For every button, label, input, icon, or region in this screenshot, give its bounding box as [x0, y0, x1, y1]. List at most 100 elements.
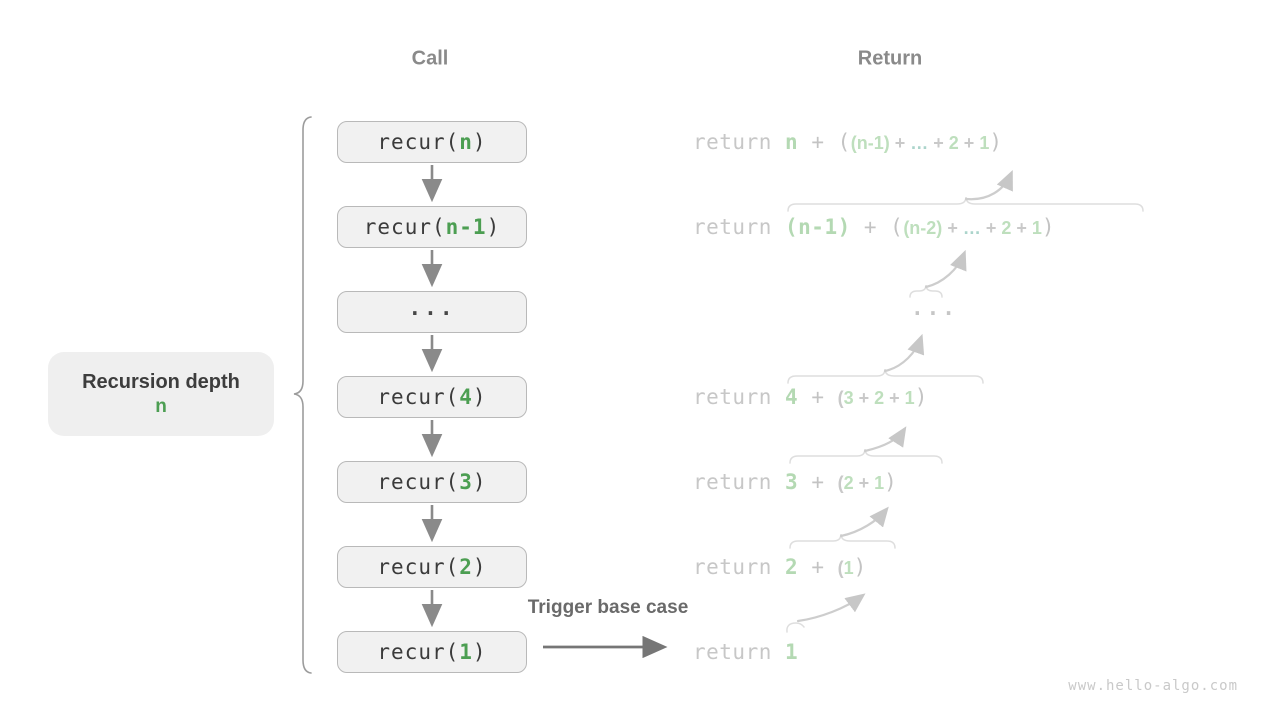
watermark-text: www.hello-algo.com [1068, 678, 1238, 694]
token-op: + ( [798, 130, 851, 154]
return-arrow [924, 249, 967, 289]
token-kw: return [693, 215, 786, 239]
token-code: recur( [377, 555, 460, 579]
overbrace [789, 533, 896, 549]
token-val: 2 [785, 555, 799, 579]
return-arrow [839, 506, 889, 538]
return-arrow [796, 593, 866, 623]
token-nval: 1 [874, 473, 885, 493]
token-nval: 2 [843, 473, 854, 493]
token-nop: + [942, 218, 963, 238]
call-box: recur(1) [337, 631, 527, 673]
token-op: + [798, 470, 838, 494]
return-arrow [964, 169, 1013, 201]
return-line: ... [911, 296, 958, 328]
token-code: ) [472, 640, 487, 664]
token-code: ) [472, 385, 487, 409]
recursion-depth-brace [293, 116, 312, 674]
token-nop: + [928, 133, 949, 153]
overbrace [789, 448, 943, 464]
call-box: recur(3) [337, 461, 527, 503]
token-op: ) [853, 555, 867, 579]
call-box: ... [337, 291, 527, 333]
token-nval: (n-2) [903, 218, 943, 238]
token-rdots: ... [911, 296, 958, 320]
token-op: ) [989, 130, 1003, 154]
token-kw: return [693, 130, 786, 154]
token-op: + ( [850, 215, 904, 239]
call-box: recur(2) [337, 546, 527, 588]
token-nval: 1 [843, 558, 854, 578]
return-arrow [883, 333, 925, 373]
token-bdots: ... [408, 296, 456, 320]
token-kw: return [693, 640, 786, 664]
token-code: ) [486, 215, 501, 239]
token-nop: + [1011, 218, 1032, 238]
token-nop: + [884, 388, 905, 408]
token-ndots: … [962, 218, 981, 238]
token-code: recur( [377, 385, 460, 409]
token-op: ) [914, 385, 928, 409]
token-nval: 1 [904, 388, 915, 408]
token-arg: n-1 [445, 215, 487, 239]
token-val: 1 [785, 640, 799, 664]
token-val: n [785, 130, 799, 154]
token-nop: + [853, 473, 875, 493]
token-nval: 1 [979, 133, 990, 153]
return-line: return 2 + (1) [693, 551, 867, 583]
overbrace [787, 196, 1144, 212]
return-line: return 4 + (3 + 2 + 1) [693, 381, 928, 413]
call-column-header: Call [411, 47, 449, 70]
recursion-depth-label: Recursion depth n [48, 352, 274, 436]
token-val: 3 [785, 470, 799, 494]
call-box: recur(n-1) [337, 206, 527, 248]
token-code: recur( [377, 470, 460, 494]
token-nop: + [853, 388, 875, 408]
token-code: recur( [377, 640, 460, 664]
token-nval: 1 [1031, 218, 1042, 238]
token-arg: 2 [459, 555, 473, 579]
recursion-depth-n: n [155, 395, 167, 417]
token-kw: return [693, 385, 786, 409]
token-val: (n-1) [785, 215, 851, 239]
token-op: + [798, 555, 838, 579]
recursion-depth-text: Recursion depth [82, 370, 240, 393]
token-nop: + [980, 218, 1002, 238]
call-box: recur(n) [337, 121, 527, 163]
token-nval: 2 [948, 133, 959, 153]
return-arrow [863, 426, 907, 453]
token-nval: (n-1) [850, 133, 890, 153]
token-code: recur( [377, 130, 460, 154]
token-nop: ( [837, 388, 844, 408]
token-arg: 3 [459, 470, 473, 494]
token-nval: 2 [874, 388, 885, 408]
return-line: return (n-1) + ((n-2) + … + 2 + 1) [693, 211, 1055, 243]
token-arg: 1 [459, 640, 473, 664]
call-box: recur(4) [337, 376, 527, 418]
token-nop: + [889, 133, 911, 153]
overbrace [786, 622, 805, 633]
return-line: return 3 + (2 + 1) [693, 466, 897, 498]
token-op: ) [884, 470, 898, 494]
token-code: ) [472, 470, 487, 494]
token-op: ) [1041, 215, 1056, 239]
token-kw: return [693, 470, 786, 494]
trigger-base-case-label: Trigger base case [527, 597, 689, 618]
token-ndots: … [910, 133, 929, 153]
token-code: ) [472, 555, 487, 579]
token-kw: return [693, 555, 786, 579]
token-arg: 4 [459, 385, 473, 409]
token-nop: ( [837, 558, 844, 578]
token-code: ) [472, 130, 487, 154]
token-val: 4 [785, 385, 799, 409]
token-nop: ( [837, 473, 844, 493]
token-nval: 2 [1001, 218, 1012, 238]
return-line: return 1 [693, 636, 798, 668]
token-nop: + [958, 133, 980, 153]
token-nval: 3 [843, 388, 854, 408]
token-op: + [798, 385, 838, 409]
return-line: return n + ((n-1) + … + 2 + 1) [693, 126, 1002, 158]
return-column-header: Return [857, 47, 923, 70]
token-code: recur( [363, 215, 446, 239]
